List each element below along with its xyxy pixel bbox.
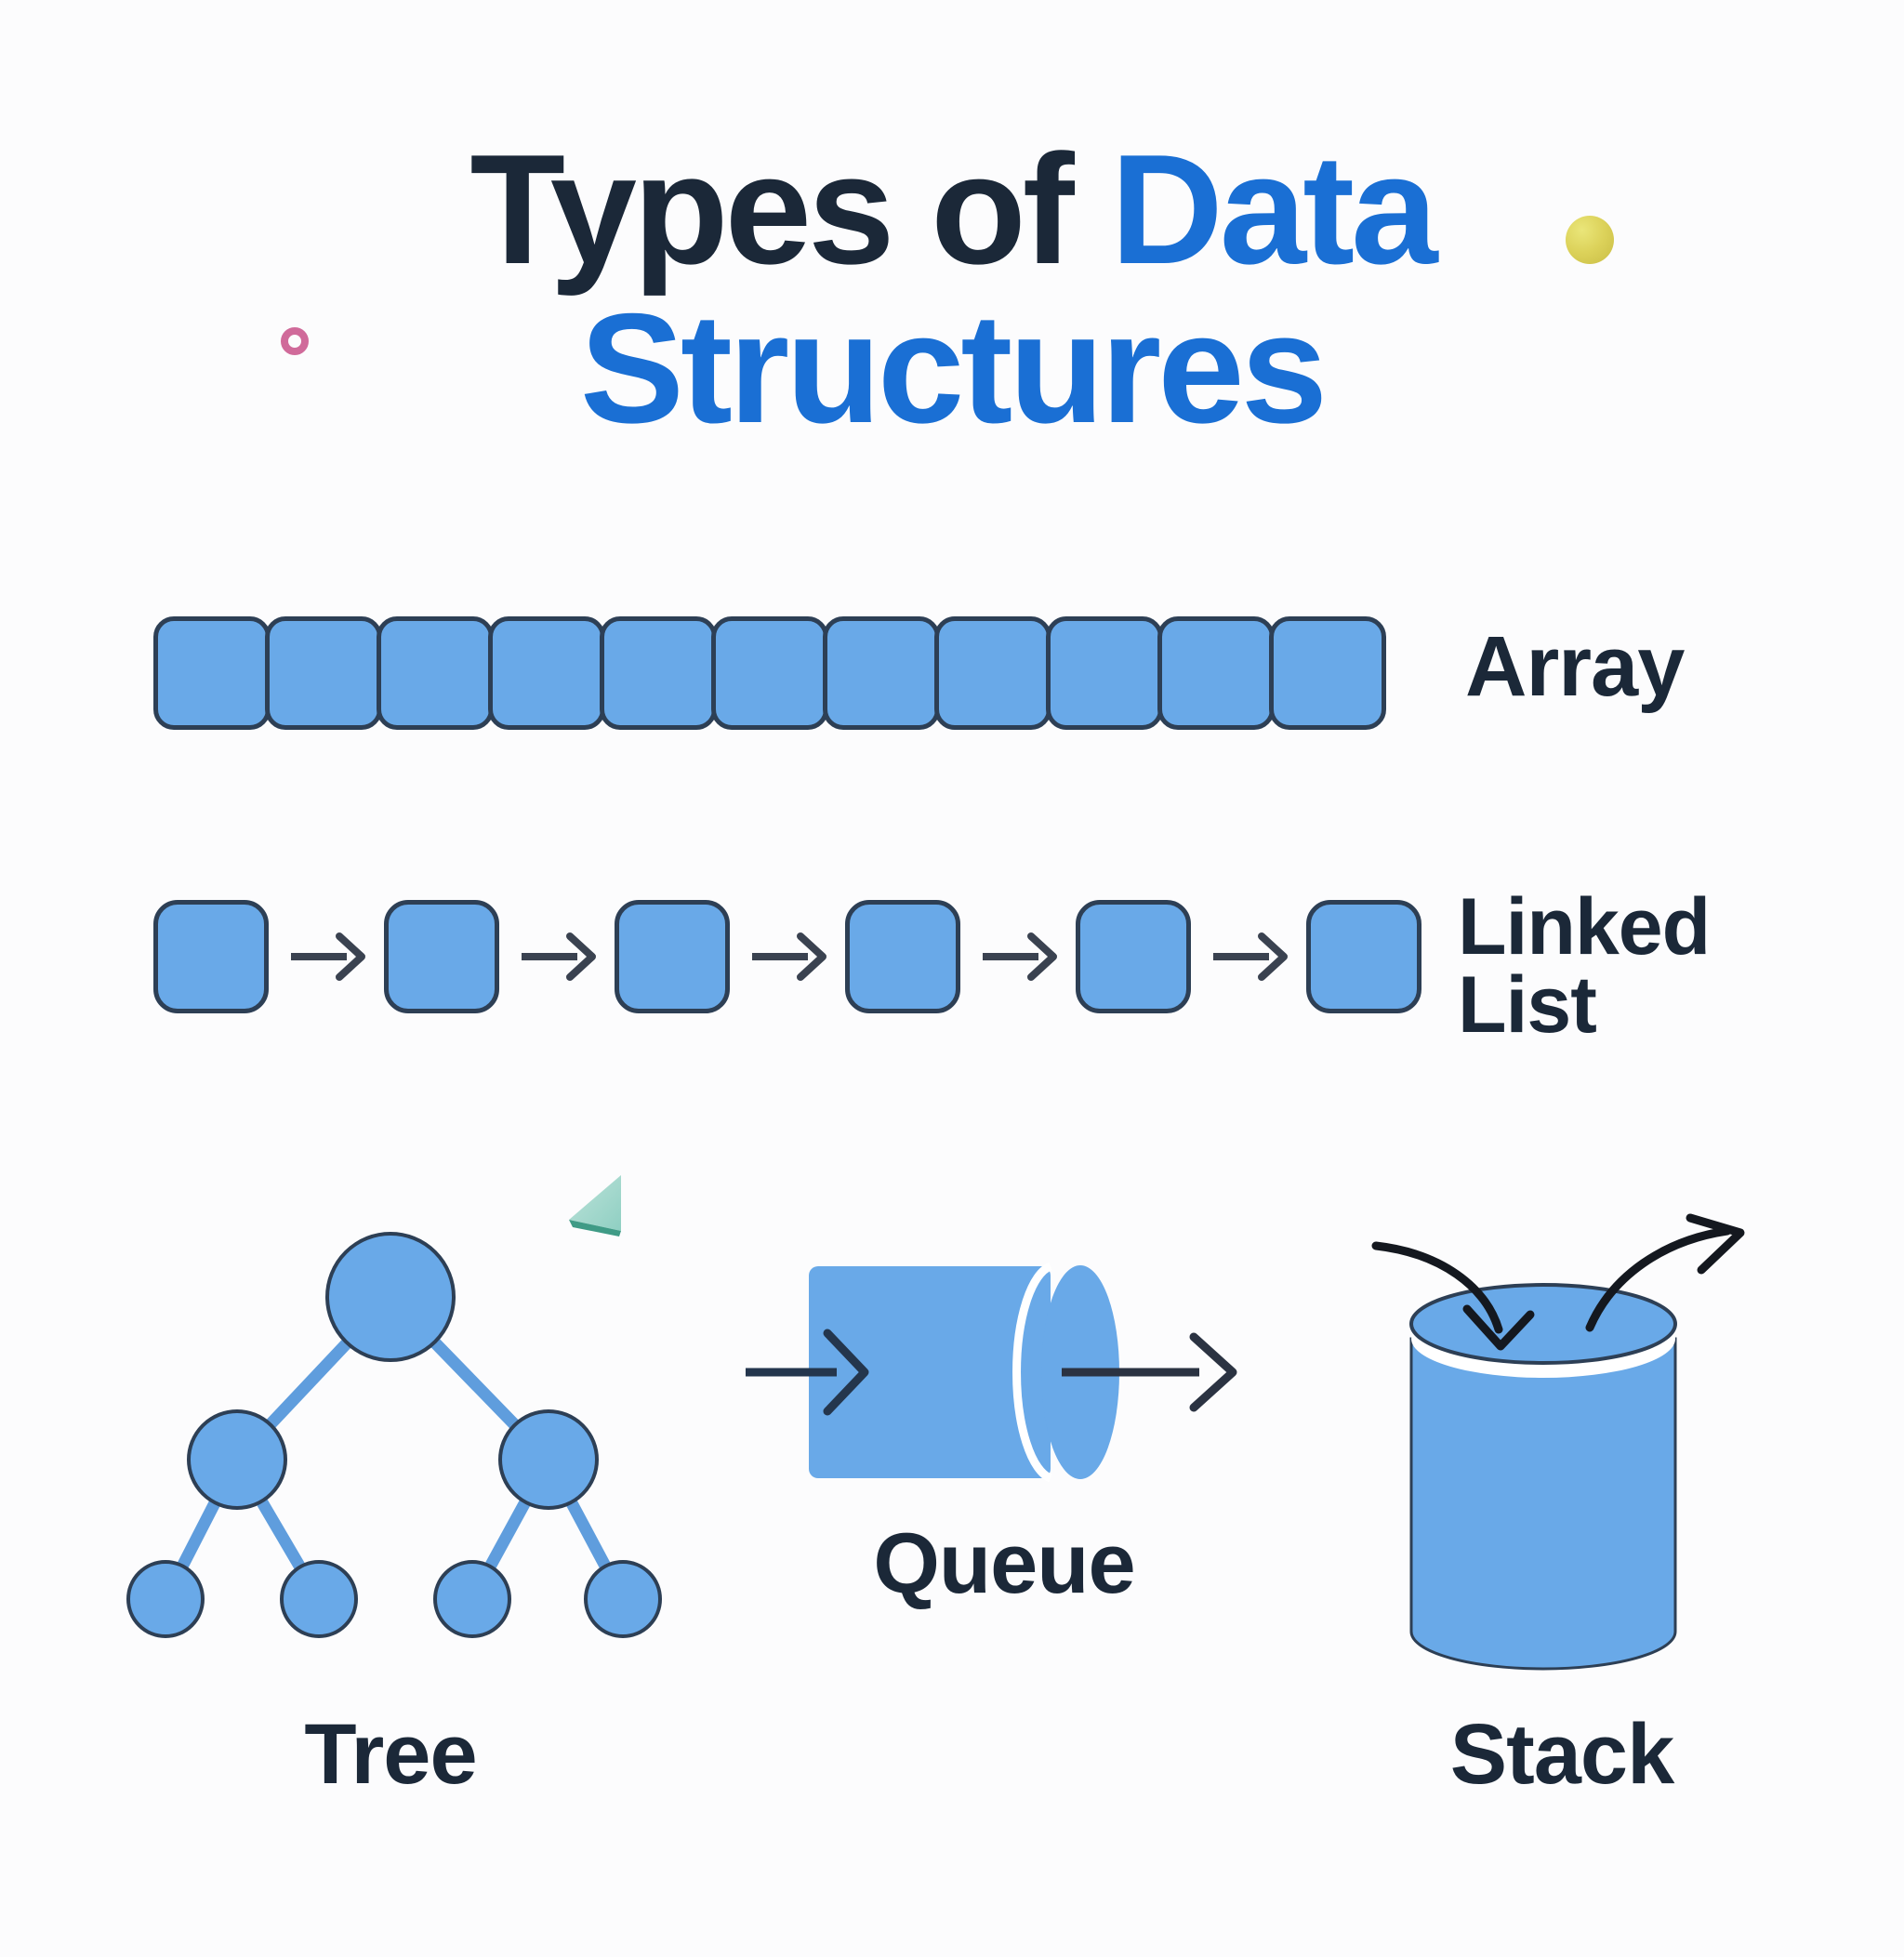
queue-diagram xyxy=(734,1236,1274,1488)
linked-list-label-line2: List xyxy=(1458,960,1597,1051)
stack-pop-arrow-icon xyxy=(1585,1213,1745,1332)
array-cell xyxy=(711,616,828,730)
queue-enqueue-arrow-icon xyxy=(746,1329,869,1416)
array-label: Array xyxy=(1465,619,1685,714)
linked-list-diagram xyxy=(153,900,1421,1013)
tree-node-leaf xyxy=(280,1560,358,1638)
queue-dequeue-arrow-icon xyxy=(1062,1332,1237,1412)
linked-list-node xyxy=(153,900,269,1013)
stack-push-arrow-icon xyxy=(1371,1241,1535,1351)
array-cell xyxy=(1269,616,1386,730)
tree-node-branch xyxy=(498,1409,599,1510)
array-cell xyxy=(153,616,271,730)
linked-list-arrow-icon xyxy=(1213,932,1288,981)
queue-label: Queue xyxy=(873,1516,1135,1611)
stack-diagram xyxy=(1357,1209,1766,1683)
array-cell xyxy=(823,616,940,730)
linked-list-node xyxy=(845,900,960,1013)
linked-list-arrow-icon xyxy=(752,932,826,981)
linked-list-node xyxy=(1076,900,1191,1013)
array-cell xyxy=(934,616,1051,730)
queue-body xyxy=(809,1266,1051,1478)
title-line-1: Types of Data xyxy=(0,129,1904,289)
array-cell xyxy=(265,616,382,730)
tree-node-branch xyxy=(187,1409,287,1510)
stack-label: Stack xyxy=(1449,1707,1675,1802)
linked-list-node xyxy=(615,900,730,1013)
tree-node-leaf xyxy=(126,1560,205,1638)
tree-label: Tree xyxy=(304,1707,477,1802)
array-cell xyxy=(377,616,494,730)
linked-list-node xyxy=(1306,900,1421,1013)
tree-node-root xyxy=(325,1232,456,1362)
linked-list-node xyxy=(384,900,499,1013)
tree-node-leaf xyxy=(584,1560,662,1638)
linked-list-arrow-icon xyxy=(983,932,1057,981)
linked-list-label-line1: Linked xyxy=(1458,882,1711,972)
linked-list-label: Linked List xyxy=(1458,882,1711,1051)
array-diagram xyxy=(153,616,1386,730)
linked-list-arrow-icon xyxy=(291,932,365,981)
decorative-ring-icon xyxy=(281,327,309,355)
stack-body xyxy=(1409,1337,1677,1671)
page-title: Types of Data Structures xyxy=(0,129,1904,456)
array-cell xyxy=(600,616,717,730)
decorative-sphere-icon xyxy=(1566,216,1614,264)
title-word-types-of: Types of xyxy=(469,122,1074,297)
array-cell xyxy=(1046,616,1163,730)
title-line-2: Structures xyxy=(579,281,1328,456)
tree-node-leaf xyxy=(433,1560,511,1638)
tree-diagram xyxy=(102,1209,679,1683)
linked-list-arrow-icon xyxy=(522,932,596,981)
decorative-cone-icon xyxy=(565,1173,627,1240)
stack-top-cap xyxy=(1409,1283,1677,1365)
array-cell xyxy=(1157,616,1275,730)
title-word-data: Data xyxy=(1110,122,1437,297)
array-cell xyxy=(488,616,605,730)
